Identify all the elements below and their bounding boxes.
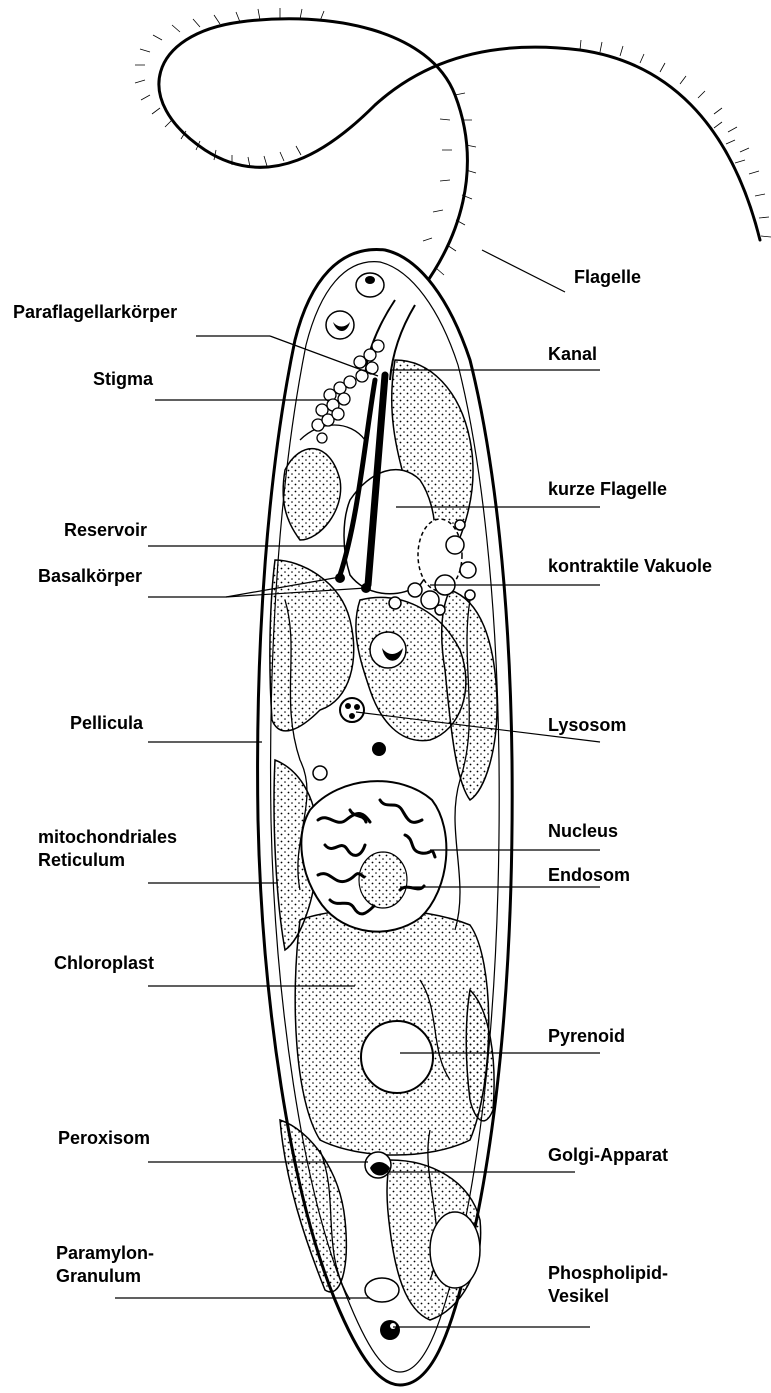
vesicle	[370, 632, 406, 668]
paramylon-granule	[365, 1278, 399, 1302]
label-flagelle: Flagelle	[574, 266, 641, 289]
label-phospholipid-line1: Phospholipid-	[548, 1262, 668, 1285]
label-nucleus: Nucleus	[548, 820, 618, 843]
label-paramylon-line1: Paramylon-	[56, 1242, 154, 1265]
small-granule	[372, 742, 386, 756]
label-kanal: Kanal	[548, 343, 597, 366]
label-paramylon-line2: Granulum	[56, 1265, 154, 1288]
label-peroxisom: Peroxisom	[58, 1127, 150, 1150]
label-pellicula: Pellicula	[70, 712, 143, 735]
endosome	[359, 852, 407, 908]
label-phospholipid-vesikel: Phospholipid- Vesikel	[548, 1262, 668, 1308]
label-golgi-apparat: Golgi-Apparat	[548, 1144, 668, 1167]
vesicle-large	[430, 1212, 480, 1288]
label-mitochondriales-line2: Reticulum	[38, 849, 177, 872]
label-kurze-flagelle: kurze Flagelle	[548, 478, 667, 501]
label-phospholipid-line2: Vesikel	[548, 1285, 668, 1308]
small-vesicle	[313, 766, 327, 780]
label-paraflagellarkoerper: Paraflagellarkörper	[13, 301, 177, 324]
label-chloroplast: Chloroplast	[54, 952, 154, 975]
label-mitochondriales-reticulum: mitochondriales Reticulum	[38, 826, 177, 872]
label-stigma: Stigma	[93, 368, 153, 391]
label-endosom: Endosom	[548, 864, 630, 887]
label-basalkoerper: Basalkörper	[38, 565, 142, 588]
label-mitochondriales-line1: mitochondriales	[38, 826, 177, 849]
label-pyrenoid: Pyrenoid	[548, 1025, 625, 1048]
label-reservoir: Reservoir	[64, 519, 147, 542]
flagellum	[159, 19, 760, 318]
label-paramylon-granulum: Paramylon- Granulum	[56, 1242, 154, 1288]
lysosome	[340, 698, 364, 722]
phospholipid-vesicle	[380, 1320, 400, 1340]
label-lysosom: Lysosom	[548, 714, 626, 737]
label-kontraktile-vakuole: kontraktile Vakuole	[548, 555, 712, 578]
pyrenoid	[361, 1021, 433, 1093]
